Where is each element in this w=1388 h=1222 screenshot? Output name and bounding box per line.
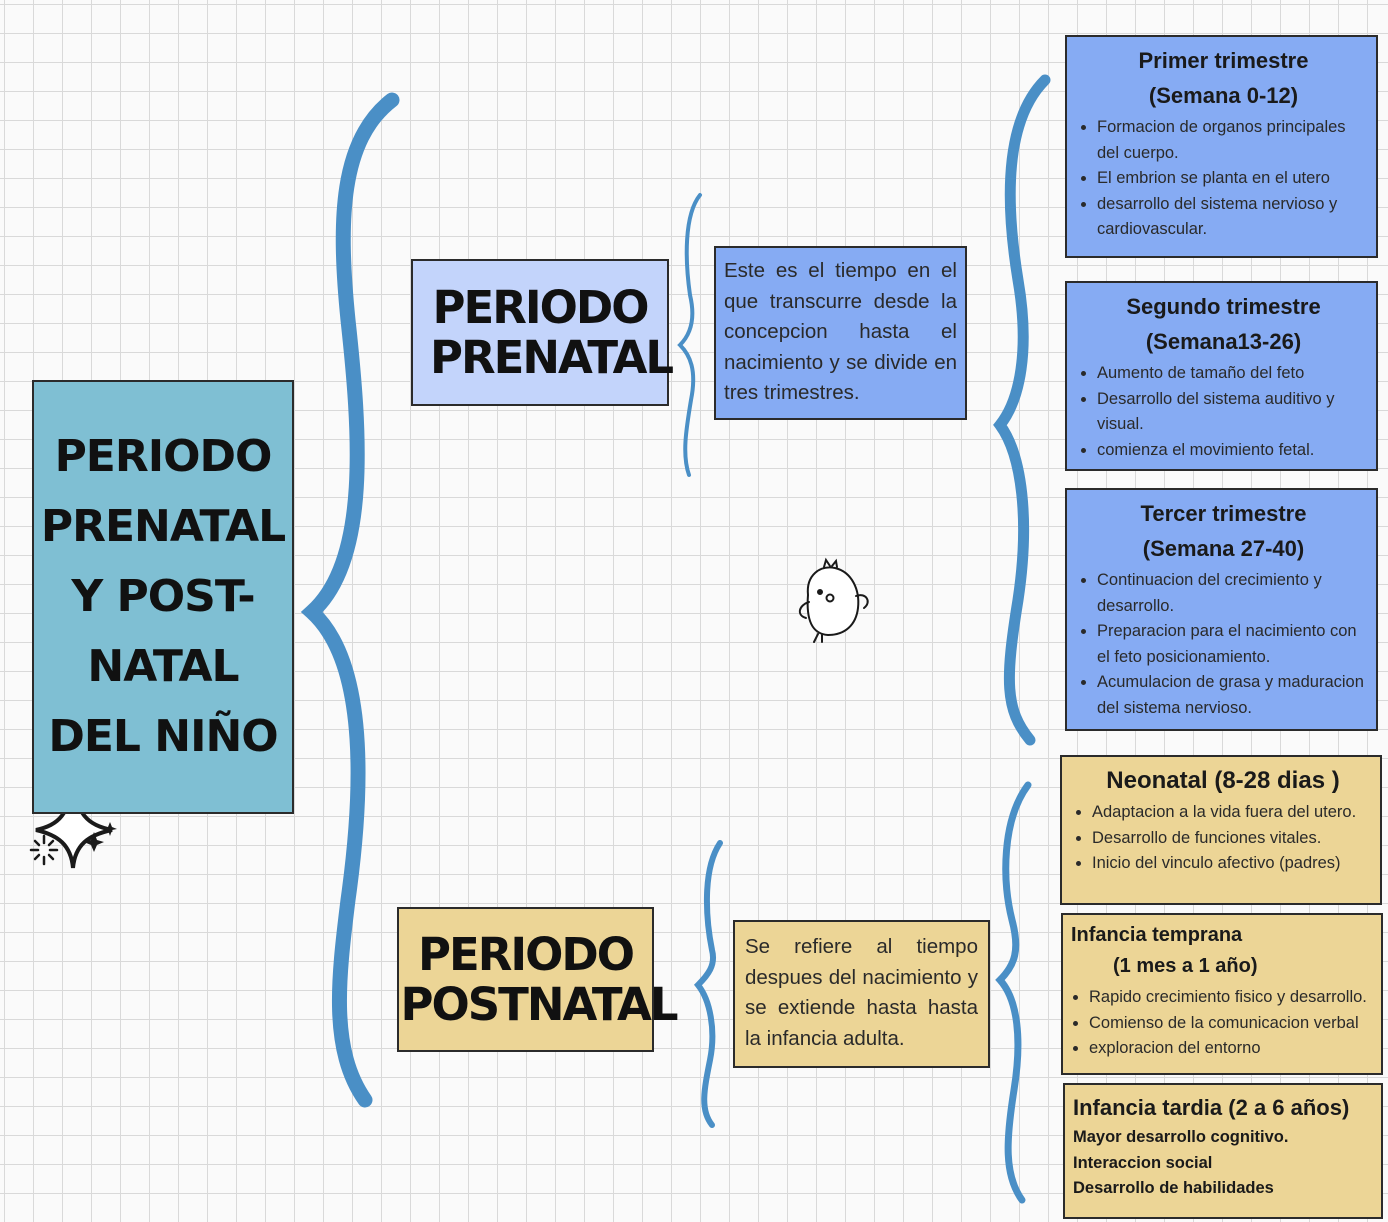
list-item: Desarrollo de funciones vitales. (1092, 826, 1372, 852)
prenatal-brace (677, 193, 702, 477)
postnatal-heading-box: PERIODO POSTNATAL (397, 907, 679, 1052)
card-subtitle: (Semana 0-12) (1148, 83, 1299, 108)
list-item: Aumento de tamaño del feto (1097, 361, 1368, 387)
card-title: Tercer trimestre (1140, 501, 1307, 526)
early-childhood-card: Infancia temprana (1 mes a 1 año) Rapido… (1061, 913, 1383, 1075)
list-item: Formacion de organos principales del cue… (1097, 115, 1368, 166)
second-trimester-card: Segundo trimestre (Semana13-26) Aumento … (1065, 281, 1378, 471)
list-item: El embrion se planta en el utero (1097, 166, 1368, 192)
list-item: comienza el movimiento fetal. (1097, 438, 1368, 464)
list-item: Preparacion para el nacimiento con el fe… (1097, 619, 1368, 670)
line-item: Desarrollo de habilidades (1073, 1179, 1274, 1197)
main-title: PERIODO PRENATAL Y POST-NATAL DEL NIÑO (40, 431, 286, 762)
card-title: Primer trimestre (1138, 48, 1309, 73)
card-subtitle: (1 mes a 1 año) (1113, 955, 1258, 977)
prenatal-description: Este es el tiempo en el que transcurre d… (714, 246, 967, 420)
list-item: Continuacion del crecimiento y desarroll… (1097, 568, 1368, 619)
first-trimester-card: Primer trimestre (Semana 0-12) Formacion… (1065, 35, 1378, 258)
list-item: Acumulacion de grasa y maduracion del si… (1097, 670, 1368, 721)
list-item: Comienso de la comunicacion verbal (1089, 1011, 1373, 1037)
main-brace (300, 92, 400, 1108)
list-item: desarrollo del sistema nervioso y cardio… (1097, 192, 1368, 243)
prenatal-heading-box: PERIODO PRENATAL (411, 259, 674, 406)
trimesters-brace (993, 74, 1051, 746)
postnatal-description: Se refiere al tiempo despues del nacimie… (733, 920, 990, 1068)
late-childhood-card: Infancia tardia (2 a 6 años) Mayor desar… (1063, 1083, 1383, 1219)
line-item: Mayor desarrollo cognitivo. (1073, 1128, 1289, 1146)
card-title: Infancia temprana (1071, 924, 1243, 946)
list-item: Adaptacion a la vida fuera del utero. (1092, 800, 1372, 826)
list-item: Inicio del vinculo afectivo (padres) (1092, 851, 1372, 877)
postnatal-heading: PERIODO POSTNATAL (400, 927, 679, 1031)
list-item: Desarrollo del sistema auditivo y visual… (1097, 387, 1368, 438)
list-item: Rapido crecimiento fisico y desarrollo. (1089, 985, 1373, 1011)
postnatal-brace (693, 840, 723, 1128)
card-subtitle: (Semana 27-40) (1142, 536, 1305, 561)
card-title: Infancia tardia (2 a 6 años) (1073, 1095, 1350, 1120)
main-title-box: PERIODO PRENATAL Y POST-NATAL DEL NIÑO (32, 380, 294, 814)
third-trimester-card: Tercer trimestre (Semana 27-40) Continua… (1065, 488, 1378, 731)
card-subtitle: (Semana13-26) (1145, 329, 1302, 354)
neonatal-card: Neonatal (8-28 dias ) Adaptacion a la vi… (1060, 755, 1382, 905)
card-title: Segundo trimestre (1126, 294, 1321, 319)
chick-doodle-icon (798, 557, 869, 643)
line-item: Interaccion social (1073, 1153, 1213, 1172)
list-item: exploracion del entorno (1089, 1036, 1373, 1062)
stages-brace (995, 781, 1032, 1204)
card-title: Neonatal (8-28 dias ) (1106, 767, 1340, 794)
prenatal-heading: PERIODO PRENATAL (430, 280, 674, 384)
